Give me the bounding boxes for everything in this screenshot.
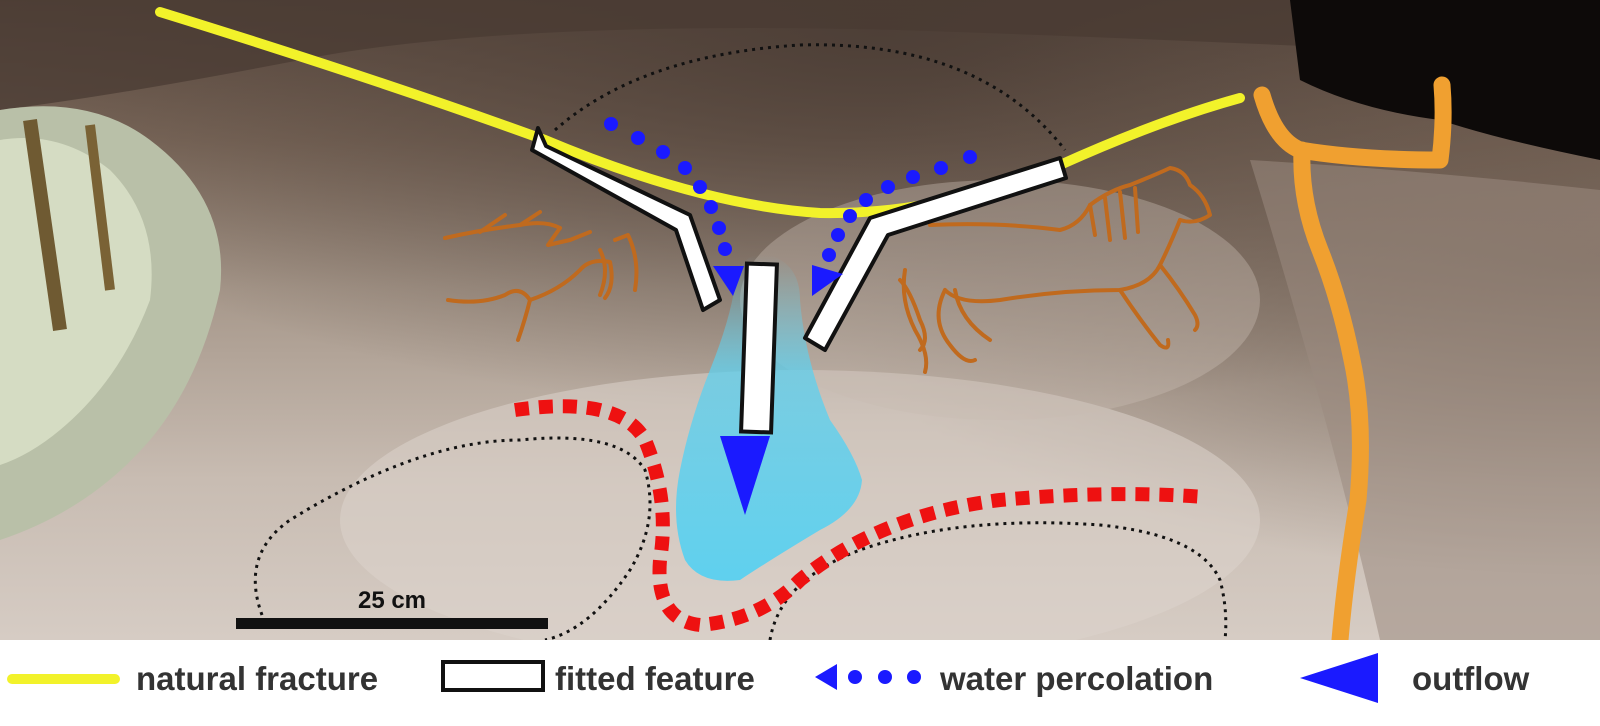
legend-label-natural-fracture: natural fracture [136, 660, 378, 697]
orange-anthropomorph [1253, 76, 1452, 649]
natural-fracture-line [155, 7, 1245, 219]
dotted-outlines [253, 43, 1228, 642]
lower-right-outline [768, 521, 1228, 641]
percolation-arrow-right [812, 150, 977, 296]
red-dotted-line [514, 399, 1206, 633]
legend-label-water-percolation: water percolation [939, 660, 1213, 697]
legend-item-outflow: outflow [1300, 653, 1530, 703]
upper-dome-outline [554, 43, 1067, 151]
blue-dotted-arrow-icon [815, 664, 921, 690]
scale-bar-label: 25 cm [358, 587, 426, 614]
fitted-feature-right [803, 156, 1068, 352]
lower-left-outline [253, 436, 652, 642]
blue-triangle-icon [1300, 653, 1378, 703]
fitted-features [530, 126, 1068, 435]
percolation-arrow-left [604, 117, 744, 296]
legend-label-fitted-feature: fitted feature [555, 660, 755, 697]
legend-label-outflow: outflow [1412, 660, 1530, 697]
outflow-arrow [720, 436, 770, 515]
engraved-horse-right [898, 166, 1212, 374]
white-box-icon [441, 660, 545, 692]
engraved-animal-left [443, 210, 639, 342]
fitted-feature-center [739, 261, 779, 435]
legend-item-fitted-feature: fitted feature [441, 660, 755, 697]
scale-bar: 25 cm [236, 587, 548, 629]
legend-item-water-percolation: water percolation [815, 660, 1213, 697]
legend: natural fracture fitted feature water pe… [0, 640, 1600, 726]
scale-bar-line [236, 618, 548, 629]
legend-item-natural-fracture: natural fracture [7, 660, 378, 697]
fitted-feature-left [530, 126, 722, 312]
water-percolation-arrows [604, 117, 977, 296]
